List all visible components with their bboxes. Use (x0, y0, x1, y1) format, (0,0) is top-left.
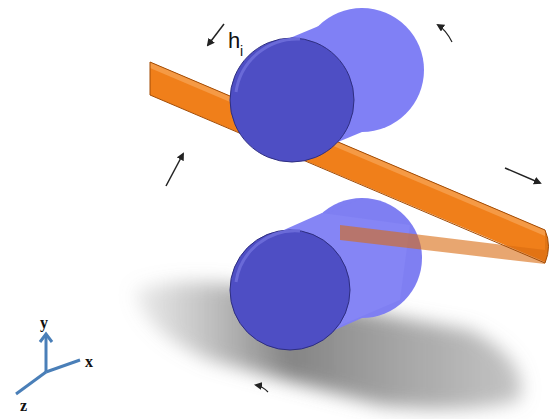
thickness-subscript: i (240, 44, 243, 58)
exit-arrow (505, 168, 540, 183)
axis-triad (16, 334, 80, 394)
bottom-roll (230, 198, 422, 350)
axis-label: y (40, 315, 48, 331)
feed-arrow (166, 154, 183, 186)
thickness-label: h (228, 30, 240, 52)
top-roll (230, 8, 424, 162)
rotation-arrow (438, 25, 452, 42)
thickness-arrow (208, 24, 224, 45)
axis-label: x (85, 354, 93, 370)
rotation-arrow (256, 385, 268, 392)
axis-label: z (20, 398, 27, 414)
